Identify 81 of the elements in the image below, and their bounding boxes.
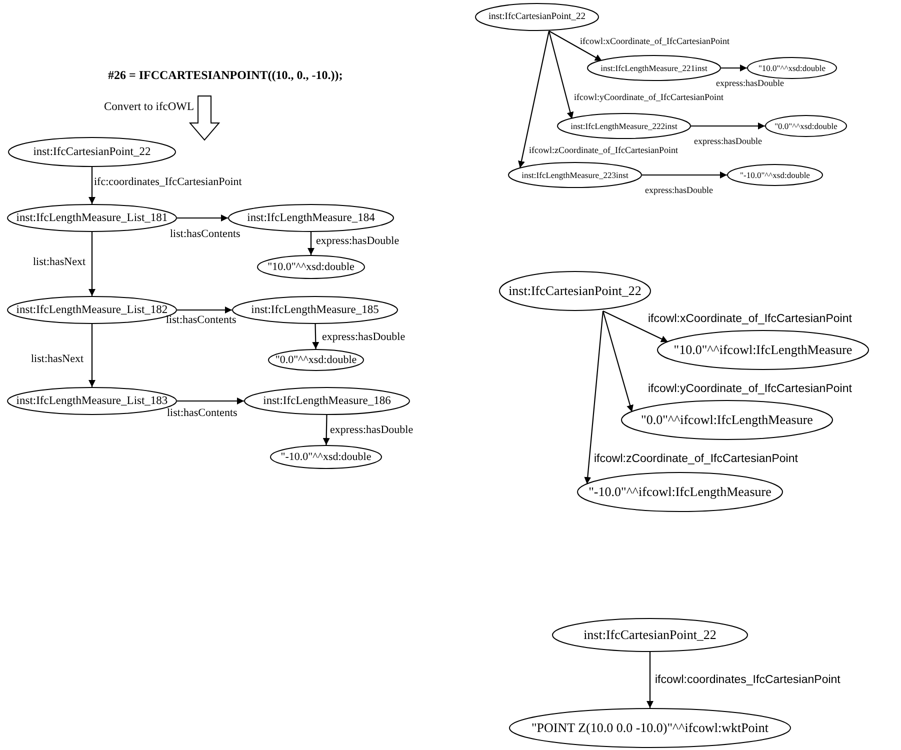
node-label: "-10.0"^^xsd:double — [280, 451, 372, 463]
node-label: inst:IfcLengthMeasure_List_182 — [16, 304, 168, 316]
diagram-title: #26 = IFCCARTESIANPOINT((10., 0., -10.)); — [108, 68, 343, 83]
arrow — [88, 324, 96, 387]
edge-label: ifcowl:yCoordinate_of_IfcCartesianPoint — [574, 93, 724, 103]
node-label: "10.0"^^xsd:double — [268, 261, 354, 273]
node-label: "-10.0"^^xsd:double — [740, 170, 810, 180]
arrow — [518, 30, 550, 168]
edge-label: express:hasDouble — [716, 79, 784, 89]
arrow — [177, 398, 244, 404]
arrow — [691, 122, 765, 130]
node-ellipse — [557, 113, 691, 139]
arrow — [322, 415, 330, 445]
node-ellipse — [577, 472, 783, 512]
node-ellipse — [268, 349, 364, 371]
edge-label: express:hasDouble — [694, 137, 762, 147]
arrow — [642, 172, 727, 178]
node-ellipse — [257, 255, 365, 279]
edge-label: list:hasContents — [170, 228, 240, 240]
node-label: "0.0"^^xsd:double — [275, 354, 357, 366]
node-label: inst:IfcLengthMeasure_184 — [247, 212, 375, 224]
edge-label: express:hasDouble — [645, 186, 713, 196]
node-ellipse — [509, 708, 791, 748]
arrow — [312, 324, 320, 350]
node-ellipse — [552, 618, 748, 652]
edge-label: list:hasNext — [33, 256, 86, 268]
node-ellipse — [727, 164, 823, 186]
arrow — [548, 30, 574, 120]
node-label: inst:IfcLengthMeasure_222inst — [570, 121, 678, 131]
edge-label: ifcowl:coordinates_IfcCartesianPoint — [655, 674, 840, 687]
node-label: "10.0"^^xsd:double — [758, 63, 826, 73]
node-ellipse — [475, 3, 599, 31]
edge-label: ifcowl:zCoordinate_of_IfcCartesianPoint — [594, 453, 798, 466]
arrow — [548, 30, 602, 62]
node-label: "0.0"^^ifcowl:IfcLengthMeasure — [641, 412, 813, 428]
node-ellipse — [587, 55, 721, 81]
edge-label: ifcowl:yCoordinate_of_IfcCartesianPoint — [648, 383, 852, 396]
node-label: "10.0"^^ifcowl:IfcLengthMeasure — [674, 342, 852, 358]
arrow — [88, 167, 96, 204]
arrow — [584, 310, 604, 484]
edge-label: list:hasContents — [166, 314, 236, 326]
node-ellipse — [499, 271, 651, 311]
node-label: inst:IfcLengthMeasure_186 — [263, 395, 391, 407]
node-ellipse — [657, 330, 869, 370]
edge-label: express:hasDouble — [316, 235, 400, 248]
node-label: inst:IfcLengthMeasure_List_181 — [16, 212, 168, 224]
arrow — [602, 310, 634, 412]
arrow — [721, 64, 747, 72]
node-label: inst:IfcLengthMeasure_223inst — [522, 170, 628, 180]
edge-label: ifc:coordinates_IfcCartesianPoint — [94, 176, 242, 188]
node-ellipse — [621, 400, 833, 440]
node-label: inst:IfcLengthMeasure_List_183 — [16, 395, 168, 407]
node-ellipse — [508, 162, 642, 188]
arrow — [88, 232, 96, 296]
node-label: inst:IfcCartesianPoint_22 — [488, 12, 586, 22]
arrow — [646, 652, 654, 708]
arrow — [602, 310, 668, 342]
node-ellipse — [270, 445, 382, 469]
arrow — [177, 214, 228, 222]
conversion-note: Convert to ifcOWL — [104, 101, 194, 113]
edge-label: list:hasContents — [167, 407, 238, 420]
node-ellipse — [765, 115, 847, 137]
node-label: inst:IfcCartesianPoint_22 — [584, 627, 716, 643]
node-label: "0.0"^^xsd:double — [774, 121, 838, 131]
edge-label: express:hasDouble — [322, 331, 406, 344]
arrow — [177, 306, 232, 314]
edge-label: ifcowl:xCoordinate_of_IfcCartesianPoint — [580, 37, 730, 47]
edge-label: express:hasDouble — [330, 424, 414, 436]
node-ellipse — [8, 137, 176, 167]
node-ellipse — [244, 387, 410, 415]
edge-label: ifcowl:zCoordinate_of_IfcCartesianPoint — [529, 146, 678, 156]
node-ellipse — [747, 57, 837, 79]
node-label: inst:IfcCartesianPoint_22 — [508, 283, 642, 299]
node-label: "-10.0"^^ifcowl:IfcLengthMeasure — [588, 484, 772, 500]
arrow — [308, 232, 314, 255]
edge-label: ifcowl:xCoordinate_of_IfcCartesianPoint — [648, 313, 852, 326]
node-label: "POINT Z(10.0 0.0 -10.0)"^^ifcowl:wktPoint — [531, 720, 769, 736]
node-label: inst:IfcCartesianPoint_22 — [33, 146, 151, 158]
edge-label: list:hasNext — [31, 353, 84, 366]
node-label: inst:IfcLengthMeasure_221inst — [600, 63, 708, 73]
node-label: inst:IfcLengthMeasure_185 — [251, 304, 379, 316]
